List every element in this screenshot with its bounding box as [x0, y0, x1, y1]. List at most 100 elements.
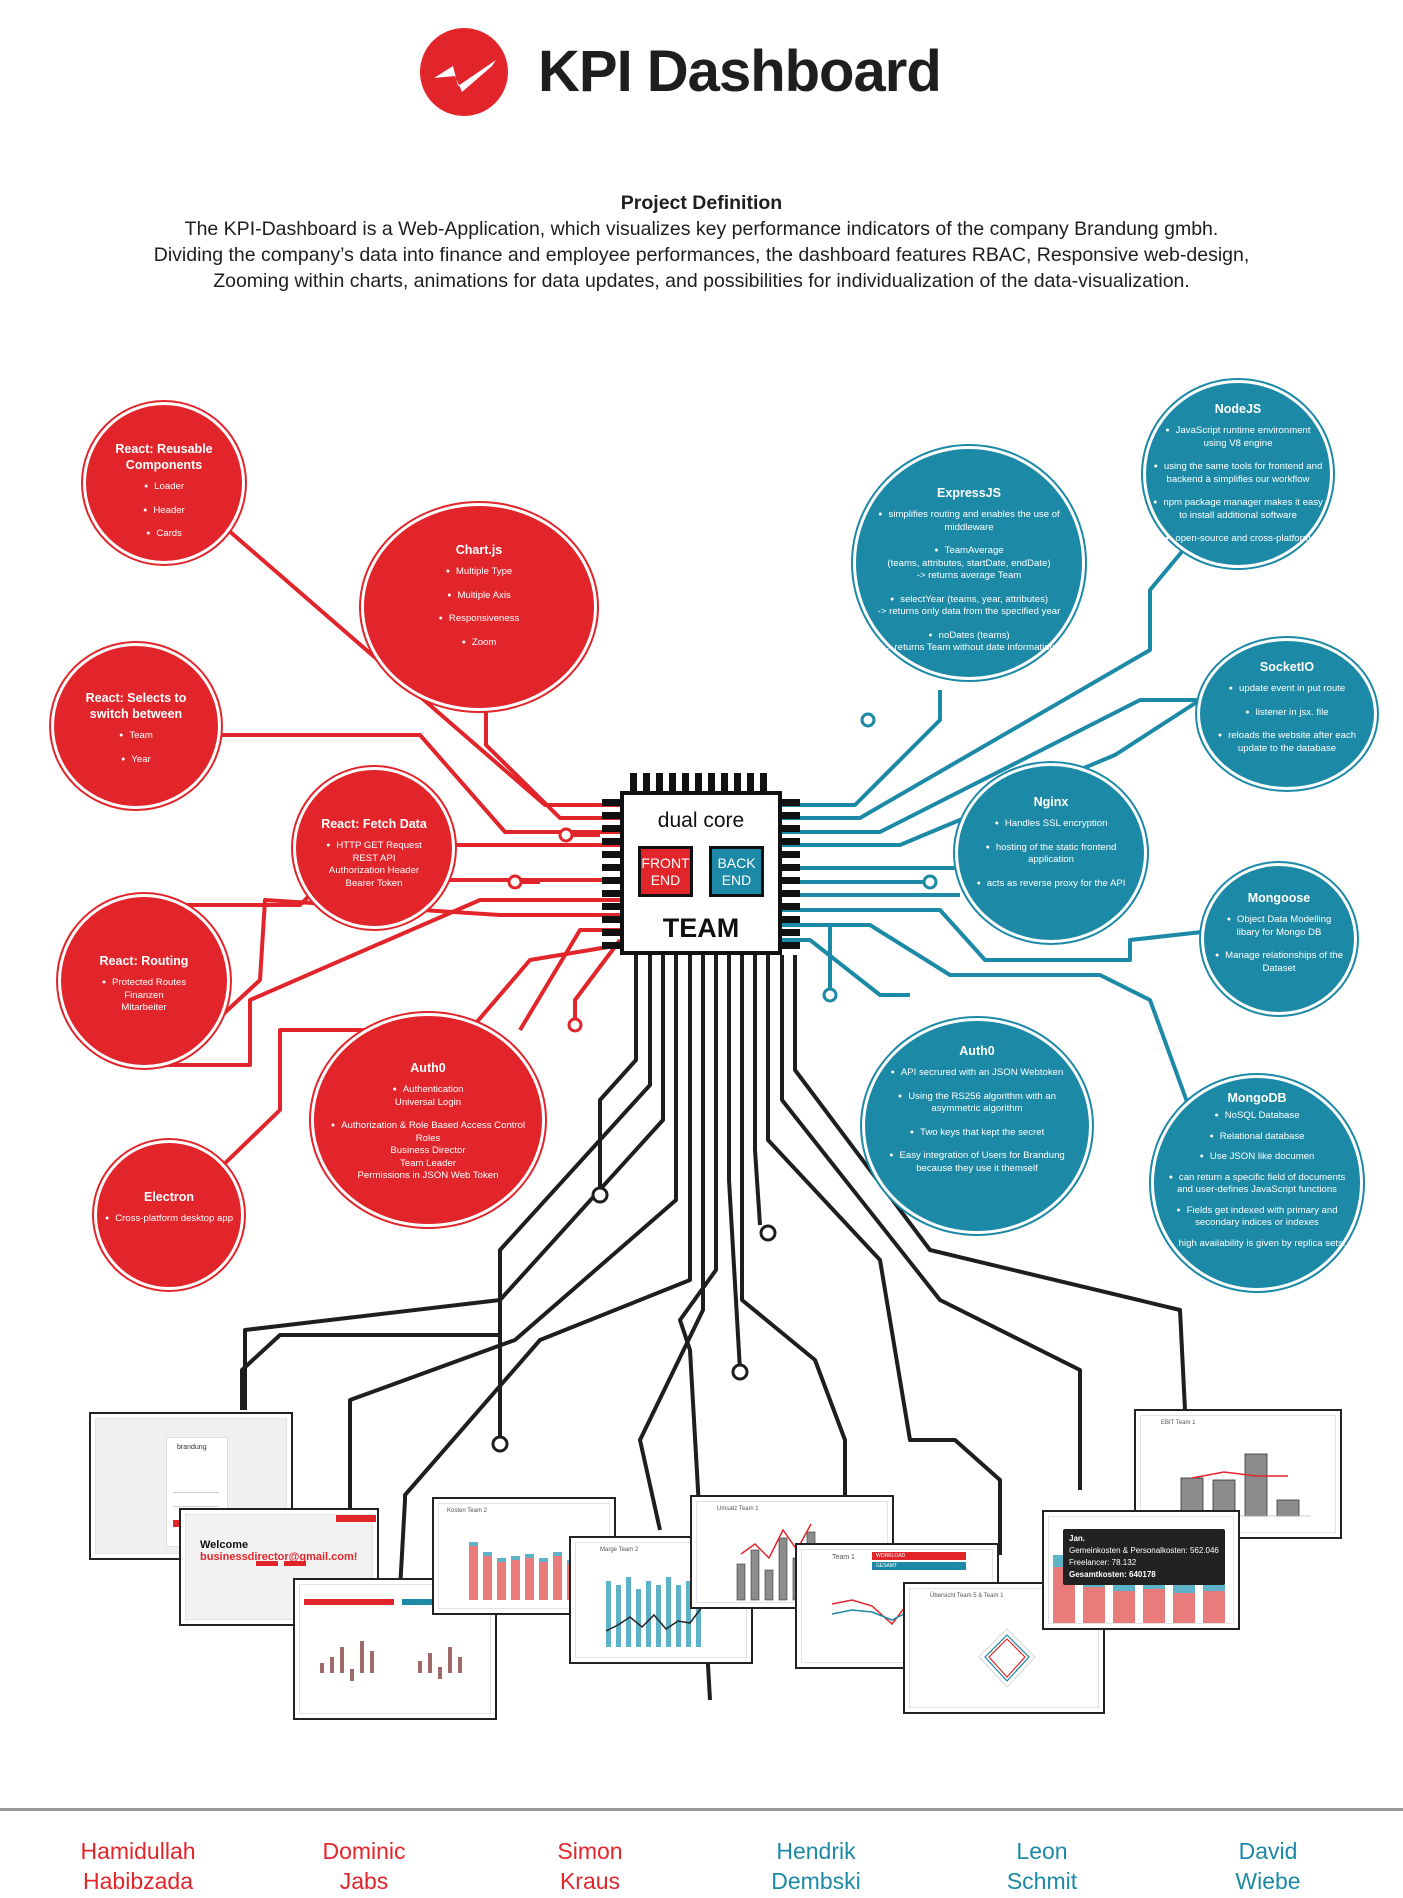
team-member-first-name: David: [1238, 1838, 1298, 1864]
mini-radar-chart: [978, 1628, 1036, 1688]
bubble-item: can return a specific field of documents…: [1162, 1172, 1352, 1197]
bubble-item: Two keys that kept the secret: [877, 1127, 1077, 1140]
bubble-list: Loader Header Cards: [143, 481, 185, 552]
bubble-item: reloads the website after each update to…: [1217, 730, 1357, 755]
project-definition-line: The KPI-Dashboard is a Web-Application, …: [184, 218, 1219, 240]
bubble-item: noDates (teams) -> returns Team without …: [869, 630, 1069, 655]
chart-title: Übersicht Team 5 & Team 1: [930, 1593, 1004, 1599]
team-member-last-name: Kraus: [559, 1868, 621, 1894]
project-definition-line: Dividing the company’s data into finance…: [153, 244, 1250, 266]
bubble-item: selectYear (teams, year, attributes) -> …: [869, 594, 1069, 619]
bubble-item: Handles SSL encryption: [966, 818, 1136, 831]
bubble-item: Easy integration of Users for Brandung b…: [877, 1150, 1077, 1175]
team-member-first-name: Leon: [1016, 1838, 1068, 1864]
bubble-react-selects: React: Selects to switch between Team Ye…: [51, 643, 221, 809]
team-member-name: Simon Kraus: [510, 1836, 670, 1896]
chip-frontend-core: FRONT END: [638, 846, 693, 897]
bubble-item: Relational database: [1162, 1131, 1352, 1144]
project-definition-title: Project Definition: [620, 192, 783, 214]
team-member-last-name: Habibzada: [83, 1868, 193, 1894]
chart-title: Marge Team 2: [600, 1547, 639, 1553]
bubble-title: Auth0: [959, 1044, 995, 1058]
bubble-title: React: Reusable Components: [115, 442, 213, 472]
bubble-item: hosting of the static frontend applicati…: [966, 842, 1136, 867]
bubble-electron: Electron Cross-platform desktop app: [94, 1140, 244, 1290]
bubble-list: JavaScript runtime environment using V8 …: [1153, 425, 1323, 546]
team-member-name: Hendrik Dembski: [736, 1836, 896, 1896]
bubble-item: acts as reverse proxy for the API: [966, 878, 1136, 891]
bubble-item: Fields get indexed with primary and seco…: [1162, 1205, 1352, 1230]
bubble-list: API secrured with an JSON Webtoken Using…: [877, 1067, 1077, 1175]
bubble-item: Object Data Modelling libary for Mongo D…: [1214, 914, 1344, 939]
bubble-title: React: Fetch Data: [321, 817, 427, 831]
welcome-text: Welcome businessdirector@gmail.com!: [200, 1539, 372, 1563]
footer-divider: [0, 1808, 1403, 1811]
bubble-title: SocketIO: [1259, 660, 1315, 674]
bubble-react-reusable-components: React: Reusable Components Loader Header…: [83, 402, 245, 564]
mini-bar-chart: [320, 1641, 462, 1681]
gesamt-label: GESAMT: [872, 1562, 966, 1570]
bubble-auth0-frontend: Auth0 Authentication Universal Login Aut…: [311, 1013, 545, 1227]
project-definition: Project Definition The KPI-Dashboard is …: [80, 190, 1323, 294]
bubble-title: React: Selects to switch between: [85, 691, 187, 721]
bubble-item: JavaScript runtime environment using V8 …: [1153, 425, 1323, 450]
chart-tooltip: Jan. Gemeinkosten & Personalkosten: 562.…: [1063, 1529, 1225, 1585]
team-member-first-name: Simon: [557, 1838, 623, 1864]
bubble-item: TeamAverage (teams, attributes, startDat…: [869, 545, 1069, 583]
team-member-last-name: Dembski: [771, 1868, 861, 1894]
bubble-title: MongoDB: [1227, 1091, 1287, 1105]
bubble-item: simplifies routing and enables the use o…: [869, 509, 1069, 534]
bubble-item: npm package manager makes it easy to ins…: [1153, 497, 1323, 522]
page-header: KPI Dashboard: [0, 22, 1403, 116]
bubble-item: Loader: [143, 481, 185, 494]
team-member-name: Leon Schmit: [962, 1836, 1122, 1896]
chart-title: Kosten Team 2: [447, 1508, 487, 1514]
bubble-title: Mongoose: [1247, 891, 1311, 905]
team-member-first-name: Hamidullah: [80, 1838, 196, 1864]
bubble-list: Cross-platform desktop app: [105, 1213, 233, 1237]
page-title: KPI Dashboard: [538, 39, 942, 104]
bubble-item: Authorization & Role Based Access Contro…: [331, 1120, 525, 1183]
login-brand: brandung: [177, 1444, 207, 1451]
team-member-first-name: Dominic: [322, 1838, 406, 1864]
bubble-list: Handles SSL encryption hosting of the st…: [966, 818, 1136, 890]
bubble-title: NodeJS: [1214, 402, 1262, 416]
chart-title: EBIT Team 1: [1161, 1420, 1196, 1426]
bubble-list: Team Year: [119, 730, 152, 777]
team-member-name: Dominic Jabs: [284, 1836, 444, 1896]
team-member-name: David Wiebe: [1188, 1836, 1348, 1896]
bubble-react-fetch-data: React: Fetch Data HTTP GET Request REST …: [293, 767, 455, 929]
brandung-bird-logo-icon: [420, 28, 508, 116]
chip-frontend-line: FRONT: [641, 855, 690, 871]
bubble-item: Authentication Universal Login: [331, 1084, 525, 1109]
workload-label: WORKLOAD: [872, 1552, 966, 1560]
bubble-item: NoSQL Database: [1162, 1110, 1352, 1123]
bubble-list: Multiple Type Multiple Axis Responsivene…: [439, 566, 519, 660]
bubble-title: React: Routing: [99, 954, 189, 968]
tooltip-total: Gesamtkosten: 640178: [1069, 1570, 1156, 1579]
tooltip-line: Gemeinkosten & Personalkosten: 562.046: [1069, 1546, 1219, 1555]
bubble-item: high availability is given by replica se…: [1162, 1238, 1352, 1251]
bubble-list: NoSQL Database Relational database Use J…: [1162, 1110, 1352, 1250]
screenshot-login: brandung: [89, 1412, 293, 1560]
bubble-item: Using the RS256 algorithm with an asymme…: [877, 1091, 1077, 1116]
bubble-item: Protected Routes Finanzen Mitarbeiter: [102, 977, 186, 1015]
chip-backend-core: BACK END: [709, 846, 764, 897]
bubble-nginx: Nginx Handles SSL encryption hosting of …: [955, 763, 1147, 943]
tooltip-line: Freelancer: 78.132: [1069, 1558, 1137, 1567]
bubble-item: Manage relationships of the Dataset: [1214, 950, 1344, 975]
mini-combo-chart: [605, 1577, 703, 1647]
bubble-list: Protected Routes Finanzen Mitarbeiter: [102, 977, 186, 1026]
chip-backend-line: BACK: [717, 855, 756, 871]
team-member-last-name: Schmit: [1006, 1868, 1078, 1894]
chip-backend-line: END: [721, 872, 752, 888]
bubble-item: Header: [143, 505, 184, 518]
team-member-name: Hamidullah Habibzada: [58, 1836, 218, 1896]
bubble-expressjs: ExpressJS simplifies routing and enables…: [853, 446, 1085, 680]
bubble-nodejs: NodeJS JavaScript runtime environment us…: [1143, 380, 1333, 568]
bubble-mongoose: Mongoose Object Data Modelling libary fo…: [1201, 863, 1357, 1015]
bubble-socketio: SocketIO update event in put route liste…: [1197, 638, 1377, 790]
welcome-prefix: Welcome: [200, 1539, 249, 1551]
bubble-item: Team: [119, 730, 152, 743]
dual-core-chip: dual core FRONT END BACK END TEAM: [620, 791, 782, 955]
